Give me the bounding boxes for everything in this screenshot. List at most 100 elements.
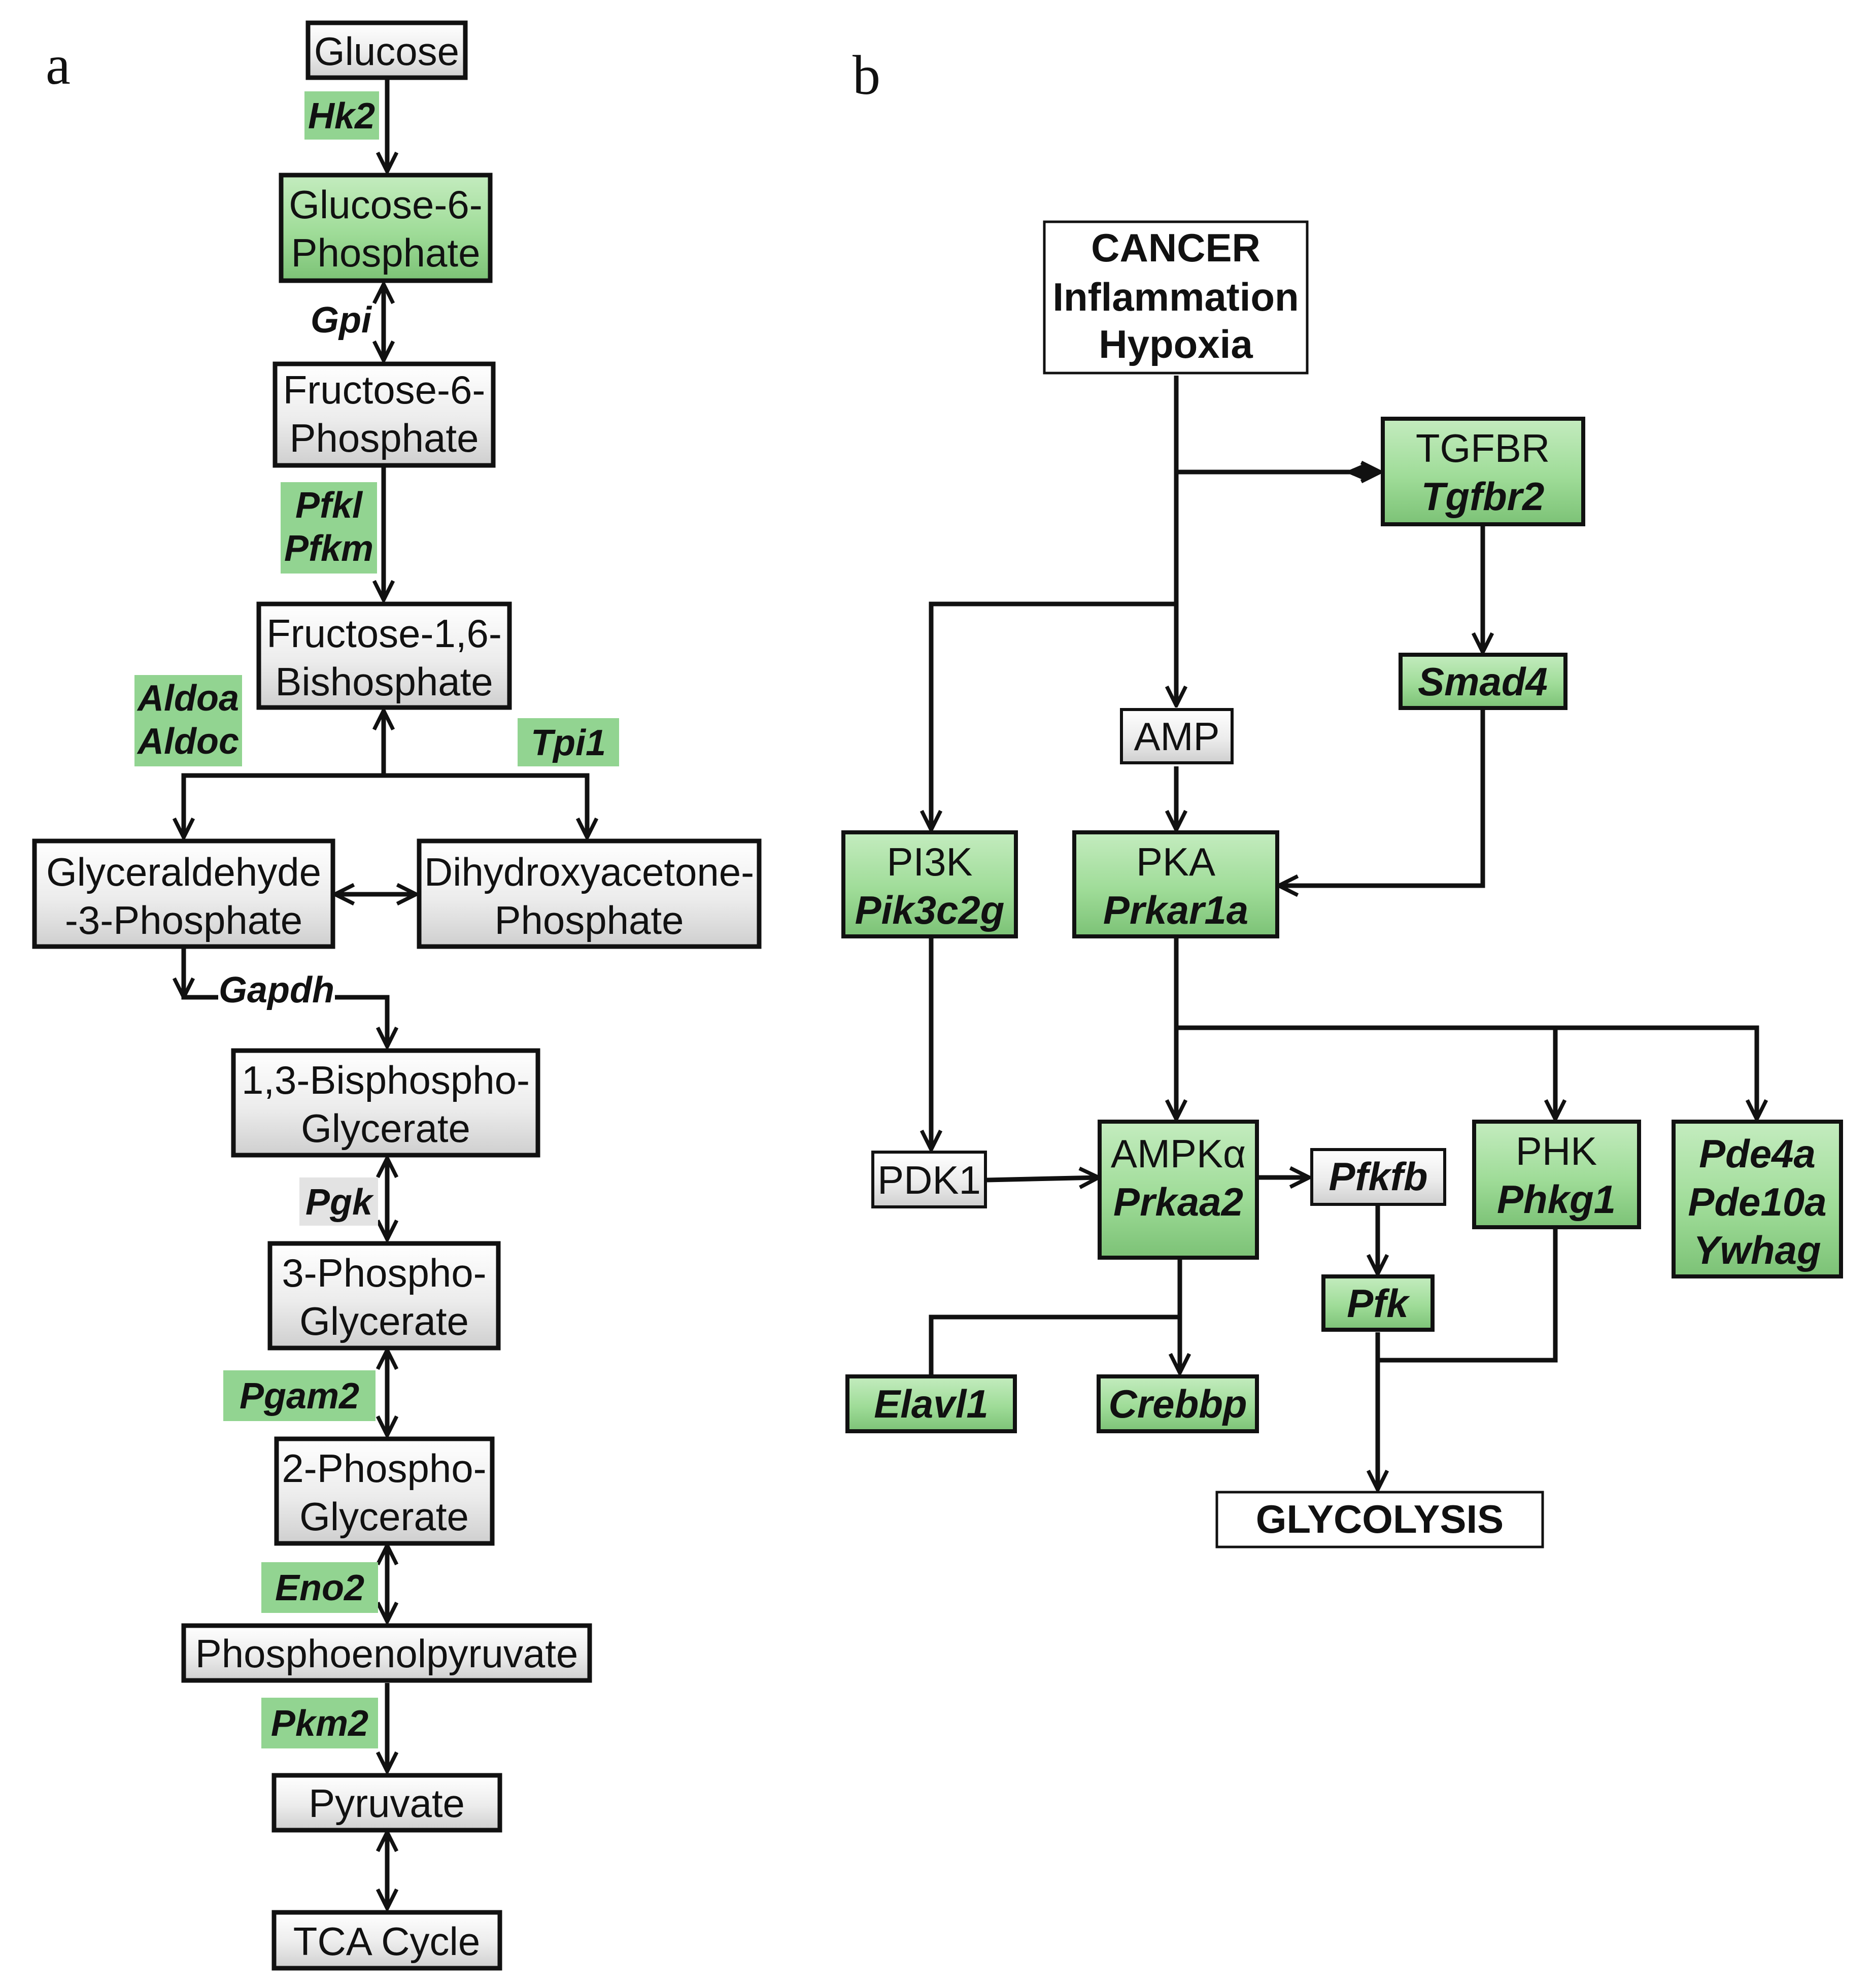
node-crebbp: Crebbp — [1097, 1374, 1259, 1433]
enzyme-pkm2: Pkm2 — [261, 1698, 378, 1748]
panel-a: Glucose Glucose-6- Phosphate Fructose-6-… — [32, 20, 762, 1971]
node-pfkfb: Pfkfb — [1310, 1148, 1446, 1206]
node-smad4: Smad4 — [1399, 653, 1568, 710]
node-phk: PHK Phkg1 — [1472, 1120, 1641, 1229]
node-amp-label: AMP — [1134, 714, 1219, 759]
node-pep-label: Phosphoenolpyruvate — [195, 1631, 578, 1676]
enzyme-hk2: Hk2 — [304, 91, 379, 140]
node-dhap-line1: Dihydroxyacetone- — [424, 850, 754, 894]
node-pi3k-gene: Pik3c2g — [855, 888, 1005, 932]
enzyme-pfkl-pfkm: Pfkl Pfkm — [281, 482, 377, 574]
node-bpg-line1: 1,3-Bisphospho- — [242, 1058, 530, 1102]
edge-phk-glycolysis — [1378, 1228, 1558, 1363]
node-pka-line1: PKA — [1136, 839, 1215, 884]
enzyme-tpi1: Tpi1 — [518, 718, 619, 766]
node-2pg-line2: Glycerate — [299, 1494, 469, 1539]
node-pdk1-label: PDK1 — [877, 1158, 981, 1202]
enzyme-pfkm-label: Pfkm — [284, 528, 373, 569]
node-tca-cycle: TCA Cycle — [271, 1910, 502, 1971]
node-bpg-line2: Glycerate — [301, 1106, 470, 1151]
node-g6p-line1: Glucose-6- — [289, 182, 482, 227]
node-amp: AMP — [1120, 708, 1234, 764]
node-ampk-alpha: AMPKα Prkaa2 — [1098, 1120, 1259, 1260]
panel-label-b: b — [853, 44, 880, 106]
edge-pdk1-ampk — [986, 1177, 1099, 1180]
node-3pg-line1: 3-Phospho- — [282, 1251, 486, 1295]
node-f6p-line1: Fructose-6- — [283, 367, 486, 412]
node-pfkfb-label: Pfkfb — [1329, 1154, 1428, 1199]
edge-cancer-tgfbr-diamond — [1345, 464, 1380, 480]
node-pfk-label: Pfk — [1347, 1281, 1410, 1326]
node-f6p-line2: Phosphate — [290, 416, 479, 460]
enzyme-hk2-label: Hk2 — [308, 96, 375, 137]
node-3pg-line2: Glycerate — [299, 1299, 469, 1343]
node-1-3-bisphosphoglycerate: 1,3-Bisphospho- Glycerate — [231, 1048, 540, 1158]
node-glycolysis-label: GLYCOLYSIS — [1256, 1497, 1504, 1541]
edge-pka-branch — [1176, 1025, 1757, 1119]
enzyme-gapdh-label: Gapdh — [219, 970, 334, 1010]
edge-f16bp-split — [181, 773, 587, 837]
enzyme-aldoa-aldoc: Aldoa Aldoc — [134, 675, 242, 766]
node-pka-gene: Prkar1a — [1103, 888, 1248, 932]
enzyme-pgam2: Pgam2 — [223, 1370, 376, 1421]
node-glyceraldehyde-3-phosphate: Glyceraldehyde -3-Phosphate — [32, 838, 335, 949]
node-phosphoenolpyruvate: Phosphoenolpyruvate — [181, 1623, 592, 1683]
enzyme-pgam2-label: Pgam2 — [240, 1376, 359, 1417]
enzyme-aldoc-label: Aldoc — [137, 721, 239, 762]
enzyme-eno2-label: Eno2 — [275, 1568, 364, 1608]
enzyme-pkm2-label: Pkm2 — [271, 1703, 368, 1744]
node-pyruvate-label: Pyruvate — [309, 1781, 465, 1826]
panel-b: CANCER Inflammation Hypoxia TGFBR Tgfbr2… — [841, 220, 1843, 1548]
node-pdk1: PDK1 — [871, 1151, 987, 1208]
enzyme-pfkl-label: Pfkl — [295, 485, 363, 526]
edge-g3p-gapdh — [184, 945, 218, 1000]
node-glucose-6-phosphate: Glucose-6- Phosphate — [279, 173, 493, 283]
node-f16bp-line2: Bishosphate — [275, 659, 493, 704]
node-phk-gene: Phkg1 — [1497, 1177, 1616, 1222]
node-pi3k: PI3K Pik3c2g — [841, 830, 1018, 938]
node-cancer-line3: Hypoxia — [1099, 322, 1253, 366]
edge-gapdh-bpg — [335, 995, 387, 1047]
enzyme-pgk: Pgk — [299, 1177, 378, 1226]
edge-cancer-pi3k — [931, 601, 1176, 830]
node-g3p-line1: Glyceraldehyde — [46, 850, 321, 894]
node-fructose-1-6-bisphosphate: Fructose-1,6- Bishosphate — [256, 601, 512, 710]
node-phk-line1: PHK — [1516, 1129, 1597, 1173]
enzyme-tpi1-label: Tpi1 — [531, 723, 606, 763]
node-pka: PKA Prkar1a — [1072, 830, 1279, 938]
node-cancer-inflammation-hypoxia: CANCER Inflammation Hypoxia — [1043, 220, 1309, 375]
node-elavl1-label: Elavl1 — [874, 1382, 989, 1426]
node-ampk-line1: AMPKα — [1111, 1131, 1246, 1176]
node-pde-ywhag: Pde4a Pde10a Ywhag — [1672, 1120, 1843, 1278]
node-f16bp-line1: Fructose-1,6- — [266, 611, 502, 656]
enzyme-eno2: Eno2 — [261, 1562, 378, 1613]
node-pi3k-line1: PI3K — [887, 839, 972, 884]
node-pfk: Pfk — [1321, 1274, 1435, 1332]
node-cancer-line2: Inflammation — [1052, 275, 1299, 319]
node-elavl1: Elavl1 — [845, 1374, 1017, 1433]
node-g3p-line2: -3-Phosphate — [65, 898, 302, 942]
node-glycolysis: GLYCOLYSIS — [1215, 1491, 1544, 1548]
node-glucose-label: Glucose — [314, 29, 459, 74]
node-2pg-line1: 2-Phospho- — [282, 1446, 486, 1491]
node-2-phosphoglycerate: 2-Phospho- Glycerate — [274, 1436, 495, 1546]
node-crebbp-label: Crebbp — [1109, 1382, 1247, 1426]
node-ywhag-label: Ywhag — [1693, 1228, 1821, 1272]
enzyme-pgk-label: Pgk — [305, 1182, 374, 1223]
node-glucose: Glucose — [305, 20, 468, 80]
node-pyruvate: Pyruvate — [271, 1773, 502, 1833]
node-fructose-6-phosphate: Fructose-6- Phosphate — [272, 361, 496, 468]
edge-smad4-pka — [1279, 708, 1485, 886]
node-ampk-gene: Prkaa2 — [1113, 1180, 1243, 1224]
node-pde4a-label: Pde4a — [1699, 1131, 1816, 1176]
node-dihydroxyacetone-phosphate: Dihydroxyacetone- Phosphate — [417, 838, 762, 949]
enzyme-gpi-label: Gpi — [311, 300, 372, 341]
node-tgfbr-line1: TGFBR — [1416, 426, 1550, 470]
node-smad4-label: Smad4 — [1418, 659, 1548, 704]
node-3-phosphoglycerate: 3-Phospho- Glycerate — [267, 1241, 501, 1351]
node-pde10a-label: Pde10a — [1688, 1180, 1826, 1224]
node-dhap-line2: Phosphate — [495, 898, 684, 942]
node-tca-label: TCA Cycle — [293, 1919, 480, 1964]
node-cancer-line1: CANCER — [1091, 225, 1260, 270]
